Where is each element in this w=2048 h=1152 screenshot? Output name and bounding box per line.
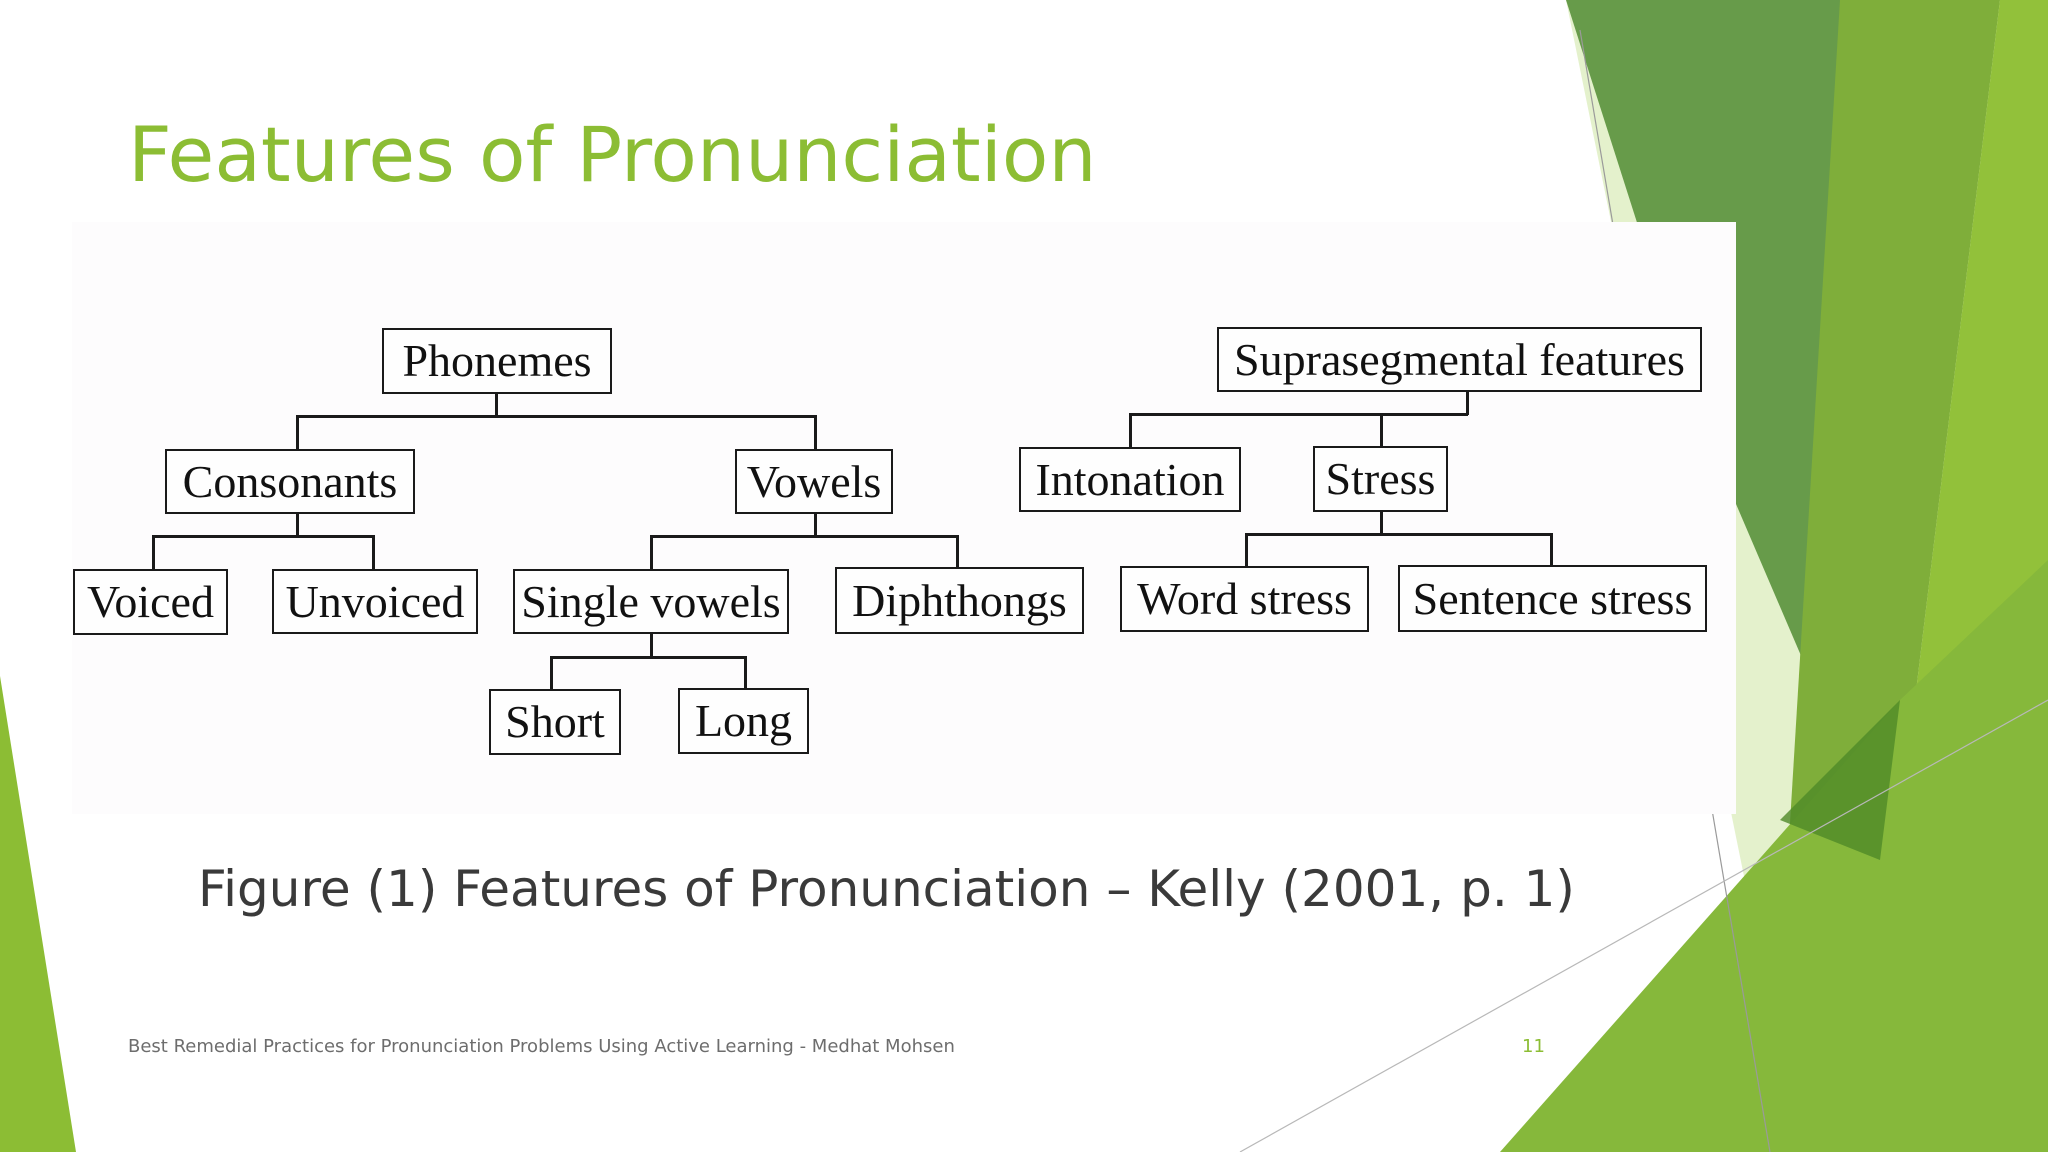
thin-line-2 bbox=[1239, 699, 2048, 1152]
connector bbox=[152, 535, 155, 569]
node-long: Long bbox=[678, 688, 809, 754]
connector bbox=[956, 535, 959, 569]
node-short: Short bbox=[489, 689, 621, 755]
node-stress: Stress bbox=[1313, 446, 1448, 512]
connector bbox=[650, 535, 653, 569]
connector bbox=[814, 513, 817, 537]
connector bbox=[1245, 533, 1552, 536]
connector bbox=[550, 656, 746, 659]
connector bbox=[495, 394, 498, 416]
bottom-right-dark-triangle bbox=[1780, 700, 1900, 860]
connector bbox=[1380, 413, 1383, 447]
connector bbox=[1245, 533, 1248, 567]
node-vowels: Vowels bbox=[735, 449, 893, 514]
slide-title: Features of Pronunciation bbox=[128, 110, 1097, 199]
node-suprasegmental-features: Suprasegmental features bbox=[1217, 327, 1702, 392]
bottom-right-green-triangle bbox=[1500, 560, 2048, 1152]
node-word-stress: Word stress bbox=[1120, 566, 1369, 632]
node-consonants: Consonants bbox=[165, 449, 415, 514]
node-single-vowels: Single vowels bbox=[513, 569, 789, 634]
node-sentence-stress: Sentence stress bbox=[1398, 565, 1707, 632]
connector bbox=[296, 415, 816, 418]
footer-text: Best Remedial Practices for Pronunciatio… bbox=[128, 1036, 955, 1057]
connector bbox=[550, 656, 553, 690]
connector bbox=[372, 535, 375, 569]
connector bbox=[1550, 533, 1553, 567]
node-intonation: Intonation bbox=[1019, 447, 1241, 512]
node-unvoiced: Unvoiced bbox=[272, 569, 478, 634]
connector bbox=[650, 633, 653, 658]
connector bbox=[744, 656, 747, 690]
node-voiced: Voiced bbox=[73, 569, 228, 635]
figure-panel bbox=[72, 222, 1736, 814]
connector bbox=[1129, 413, 1132, 447]
node-phonemes: Phonemes bbox=[382, 328, 612, 394]
connector bbox=[296, 513, 299, 537]
connector bbox=[1466, 391, 1469, 415]
connector bbox=[814, 415, 817, 449]
connector bbox=[1380, 511, 1383, 535]
connector bbox=[152, 535, 374, 538]
node-diphthongs: Diphthongs bbox=[835, 567, 1084, 634]
page-number: 11 bbox=[1522, 1036, 1545, 1057]
connector bbox=[1129, 413, 1468, 416]
connector bbox=[650, 535, 958, 538]
figure-caption: Figure (1) Features of Pronunciation – K… bbox=[198, 860, 1575, 918]
connector bbox=[296, 415, 299, 449]
left-green-triangle bbox=[0, 676, 76, 1152]
